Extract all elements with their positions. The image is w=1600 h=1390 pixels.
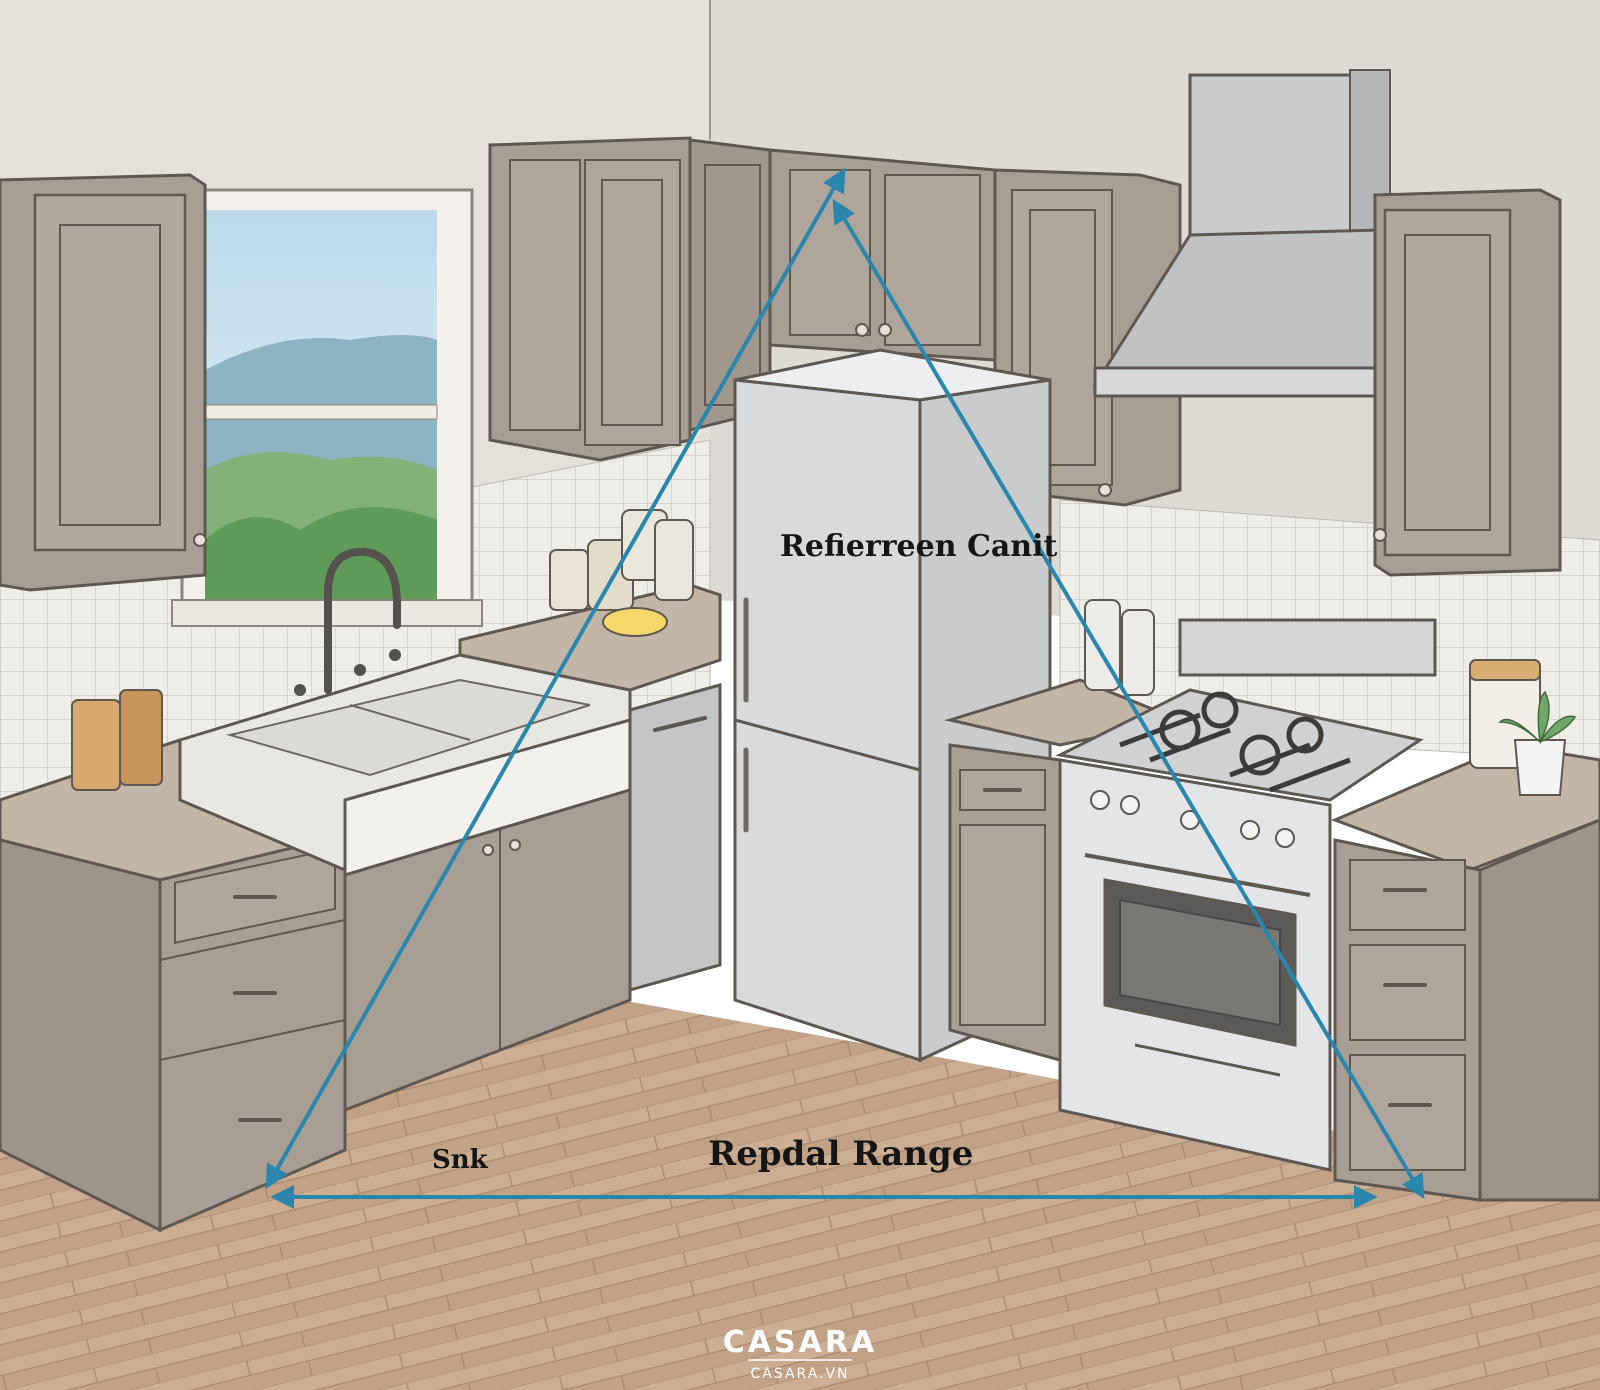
triangle-edge-sink-to-fridge: [265, 167, 846, 1190]
range-label: Repdal Range: [708, 1134, 973, 1174]
upper-cabinet-left: [0, 173, 207, 592]
sink-label: Snk: [432, 1145, 489, 1175]
casara-watermark: CASARA CASARA.VN: [723, 1325, 877, 1382]
watermark-url: CASARA.VN: [750, 1366, 849, 1382]
refrigerator-label: Refierreen Canit: [780, 529, 1057, 564]
dishwasher: [628, 683, 722, 992]
work-triangle: [265, 167, 1425, 1209]
window: [171, 188, 483, 627]
watermark-brand: CASARA: [723, 1325, 877, 1360]
upper-cabinet-right: [1373, 188, 1562, 577]
triangle-edge-fridge-to-range: [832, 198, 1425, 1200]
